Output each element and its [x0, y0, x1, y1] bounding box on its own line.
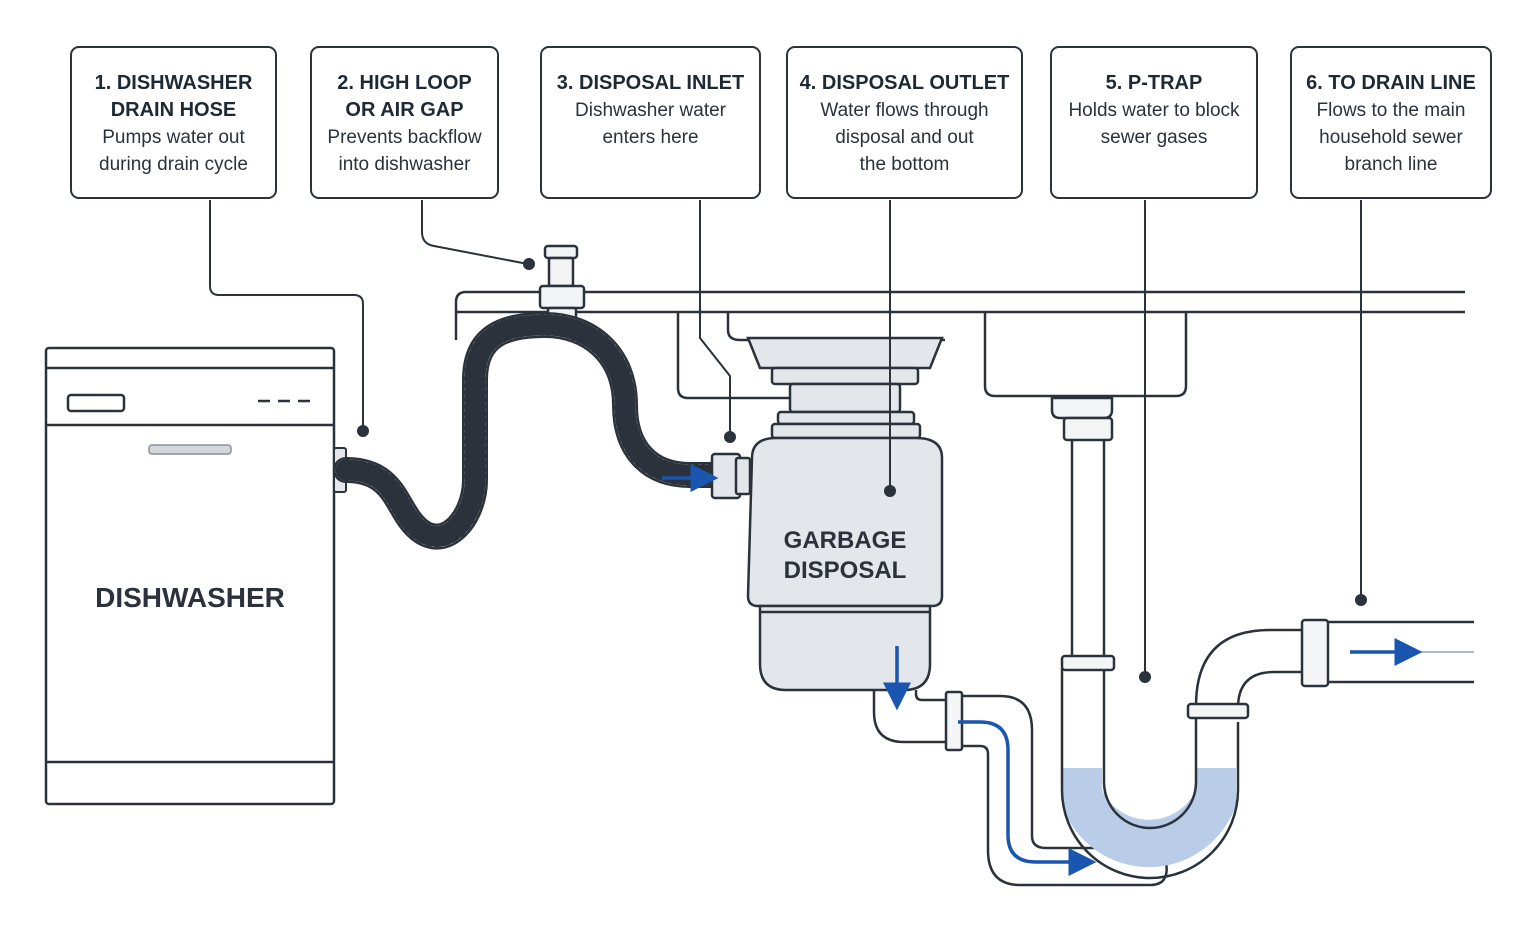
flow-arrows: [662, 464, 1423, 876]
callout-disposal-inlet: 3. DISPOSAL INLET Dishwasher water enter…: [540, 46, 761, 199]
callout-description: Prevents backflow into dishwasher: [327, 127, 482, 175]
flow-arrow-elbow: [958, 720, 1097, 876]
leader-lines: [209, 200, 1362, 677]
dishwasher: [44, 346, 336, 806]
callout-title: 2. HIGH LOOP OR AIR GAP: [337, 72, 472, 121]
air-gap: [538, 244, 586, 328]
drain-hose: [333, 311, 725, 550]
callout-description: Water flows through disposal and out the…: [820, 100, 989, 175]
drain-line: [1328, 620, 1474, 684]
callout-to-drain-line: 6. TO DRAIN LINE Flows to the main house…: [1290, 46, 1492, 199]
callout-description: Pumps water out during drain cycle: [99, 127, 248, 175]
dishwasher-label: DISHWASHER: [95, 582, 285, 613]
countertop: [454, 290, 1465, 400]
callout-description: Dishwasher water enters here: [575, 100, 726, 148]
disposal-inlet-nipple: [734, 456, 752, 496]
callout-high-loop-air-gap: 2. HIGH LOOP OR AIR GAP Prevents backflo…: [310, 46, 499, 199]
callout-description: Holds water to block sewer gases: [1068, 100, 1240, 148]
callout-title: 6. TO DRAIN LINE: [1306, 72, 1476, 94]
callout-title: 3. DISPOSAL INLET: [556, 72, 745, 94]
callout-p-trap: 5. P-TRAP Holds water to block sewer gas…: [1050, 46, 1258, 199]
garbage-disposal-label: GARBAGE DISPOSAL: [783, 527, 907, 584]
callout-title: 1. DISHWASHER DRAIN HOSE: [94, 72, 253, 121]
callout-dishwasher-drain-hose: 1. DISHWASHER DRAIN HOSE Pumps water out…: [70, 46, 277, 199]
p-trap: [1050, 396, 1330, 880]
leader-dots: [357, 258, 1367, 683]
callout-disposal-outlet: 4. DISPOSAL OUTLET Water flows through d…: [786, 46, 1023, 199]
callout-description: Flows to the main household sewer branch…: [1316, 100, 1466, 175]
callout-title: 5. P-TRAP: [1105, 72, 1203, 94]
callout-title: 4. DISPOSAL OUTLET: [799, 72, 1010, 94]
garbage-disposal: [746, 336, 944, 692]
